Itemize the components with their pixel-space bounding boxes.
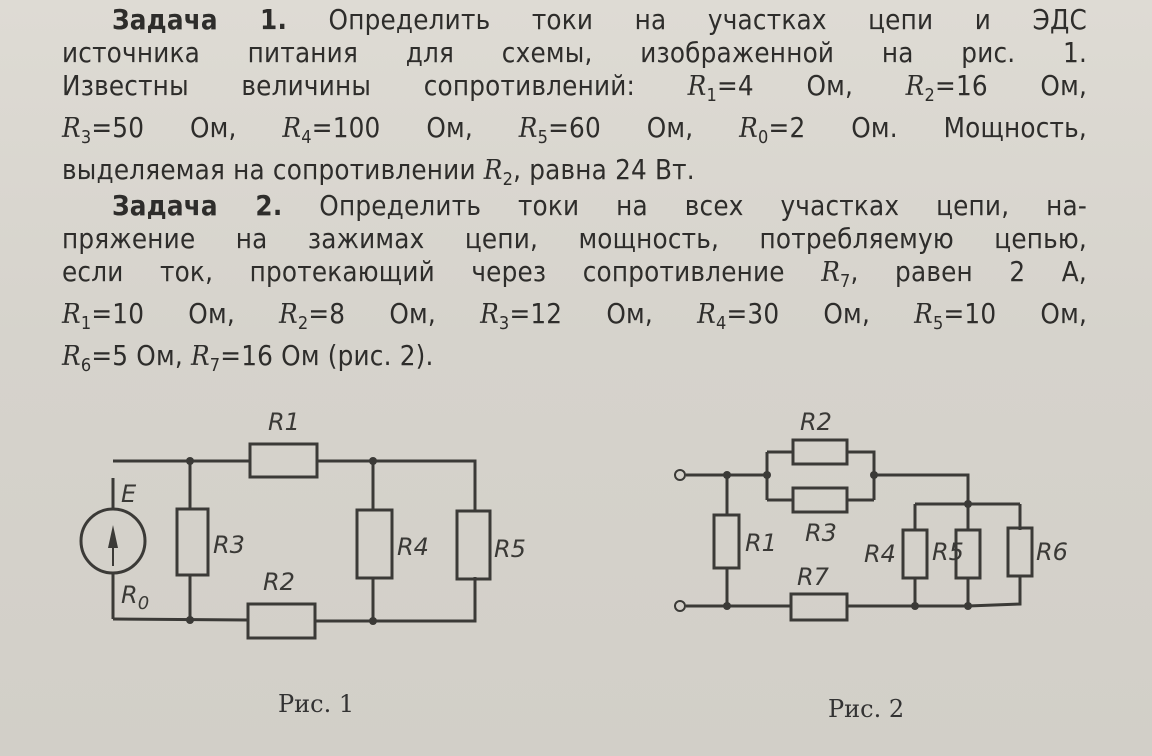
figure-2-circuit (674, 438, 1034, 622)
task-1-r4-value: 100 Ом (332, 112, 465, 144)
fig2-resistor-r2 (791, 438, 849, 466)
fig1-resistor-r4 (355, 508, 394, 580)
task-1-r1-value: 4 Ом (737, 70, 845, 102)
task-1-r2-value: 16 Ом (955, 70, 1079, 102)
fig1-label-r4: R4 (397, 533, 429, 561)
figure-1-circuit (79, 442, 492, 640)
fig2-label-r4: R4 (864, 540, 896, 568)
task-2-line-5: R6=5 Ом, R7=16 Ом (рис. 2). (62, 340, 434, 376)
fig1-label-r5: R5 (494, 535, 526, 563)
fig2-label-r5: R5 (932, 538, 964, 566)
fig2-resistor-r3 (791, 486, 849, 514)
fig2-label-r1: R1 (745, 529, 777, 557)
task-1-line-1: Задача 1. Определить токи на участках це… (112, 4, 1087, 36)
fig2-label-r6: R6 (1036, 538, 1068, 566)
task-1-r5-value: 60 Ом (569, 112, 686, 144)
task-1-title: Задача 1. (112, 4, 288, 36)
task-1: Задача 1. Определить токи на участках це… (62, 4, 1087, 196)
fig2-label-r7: R7 (797, 563, 830, 591)
figure-2-nodes (723, 471, 972, 610)
fig2-resistor-r4 (901, 528, 929, 580)
task-2-r2-value: 8 Ом (329, 298, 428, 330)
task-1-r3-value: 50 Ом (112, 112, 229, 144)
emf-arrow-icon (108, 525, 118, 548)
task-2-line-3: если ток, протекающий через сопротивлени… (62, 256, 1087, 292)
task-2-title: Задача 2. (112, 190, 283, 222)
fig1-label-r2: R2 (263, 568, 295, 596)
task-2-line-4: R1=10 Ом, R2=8 Ом, R3=12 Ом, R4=30 Ом, R… (62, 298, 1088, 334)
fig2-resistor-r7 (789, 592, 849, 622)
task-1-line-2: источника питания для схемы, изображенно… (62, 37, 1087, 69)
task-2-r3-value: 12 Ом (530, 298, 645, 330)
task-1-line-3: Известны величины сопротивлений: R1=4 Ом… (62, 70, 1088, 106)
fig1-resistor-r3 (175, 507, 210, 577)
task-2-r4-value: 30 Ом (747, 298, 862, 330)
task-2-line-1: Задача 2. Определить токи на всех участк… (112, 190, 1087, 222)
task-2-r1-value: 10 Ом (112, 298, 227, 330)
fig2-label-r2: R2 (800, 408, 832, 436)
fig2-resistor-r5 (954, 528, 982, 580)
task-1-line-4: R3=50 Ом, R4=100 Ом, R5=60 Ом, R0=2 Ом. … (62, 112, 1087, 148)
fig2-caption: Рис. 2 (828, 695, 904, 723)
terminal-top-icon (674, 469, 686, 481)
fig1-resistor-r2 (246, 602, 317, 640)
fig1-resistor-r5 (455, 509, 492, 581)
task-2-r5-value: 10 Ом (964, 298, 1079, 330)
task-2-line-2: пряжение на зажимах цепи, мощность, потр… (62, 223, 1087, 255)
task-2: Задача 2. Определить токи на всех участк… (62, 190, 1087, 382)
fig2-resistor-r1 (712, 513, 741, 570)
figure-1-nodes (108, 457, 377, 625)
fig1-label-r0: R0 (121, 581, 149, 614)
fig2-label-r3: R3 (805, 519, 837, 547)
fig2-resistor-r6 (1006, 526, 1034, 578)
fig1-label-r3: R3 (213, 531, 245, 559)
task-1-line-5: выделяемая на сопротивлении R2, равна 24… (62, 154, 695, 190)
task-2-r6-value: 5 Ом (112, 340, 175, 372)
fig1-label-r1: R1 (268, 408, 300, 436)
terminal-bottom-icon (674, 600, 686, 612)
fig1-label-e: E (121, 480, 137, 508)
fig1-caption: Рис. 1 (278, 690, 354, 718)
task-2-r7-value: 16 Ом (241, 340, 320, 372)
fig1-resistor-r1 (248, 442, 319, 479)
task-1-r0-value: 2 Ом (789, 112, 890, 144)
